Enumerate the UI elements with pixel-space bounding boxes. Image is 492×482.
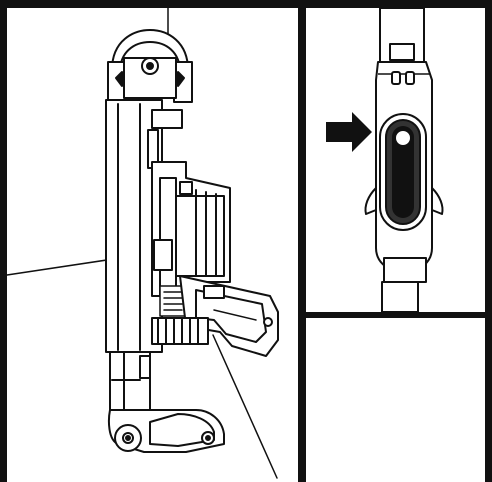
vacuum-side-view bbox=[6, 7, 279, 479]
lower-wand-tube bbox=[383, 257, 427, 283]
empty-panel bbox=[306, 318, 485, 482]
release-latch-right bbox=[405, 71, 415, 85]
lower-wand-extension bbox=[381, 281, 419, 313]
lower-wand bbox=[109, 351, 151, 413]
handle-grip-arm bbox=[179, 275, 279, 357]
power-button-dot bbox=[396, 131, 410, 145]
arrow-right-icon bbox=[326, 112, 372, 152]
dust-cup bbox=[151, 161, 231, 297]
side-fin-left bbox=[364, 187, 377, 215]
handle-closeup bbox=[364, 7, 444, 313]
right-frame-edge bbox=[485, 0, 492, 482]
panel-divider-vertical bbox=[298, 0, 306, 482]
release-latch-left bbox=[391, 71, 401, 85]
side-fin-right bbox=[431, 187, 444, 215]
handle-top bbox=[107, 29, 193, 103]
battery-pack bbox=[151, 317, 209, 345]
panel-divider-horizontal bbox=[306, 312, 485, 318]
left-frame-edge bbox=[0, 0, 7, 482]
wand-collar bbox=[389, 43, 415, 61]
power-button-highlight bbox=[392, 126, 414, 218]
lead-line bbox=[212, 334, 278, 479]
top-frame-edge bbox=[0, 0, 492, 8]
floor-nozzle bbox=[108, 409, 225, 453]
